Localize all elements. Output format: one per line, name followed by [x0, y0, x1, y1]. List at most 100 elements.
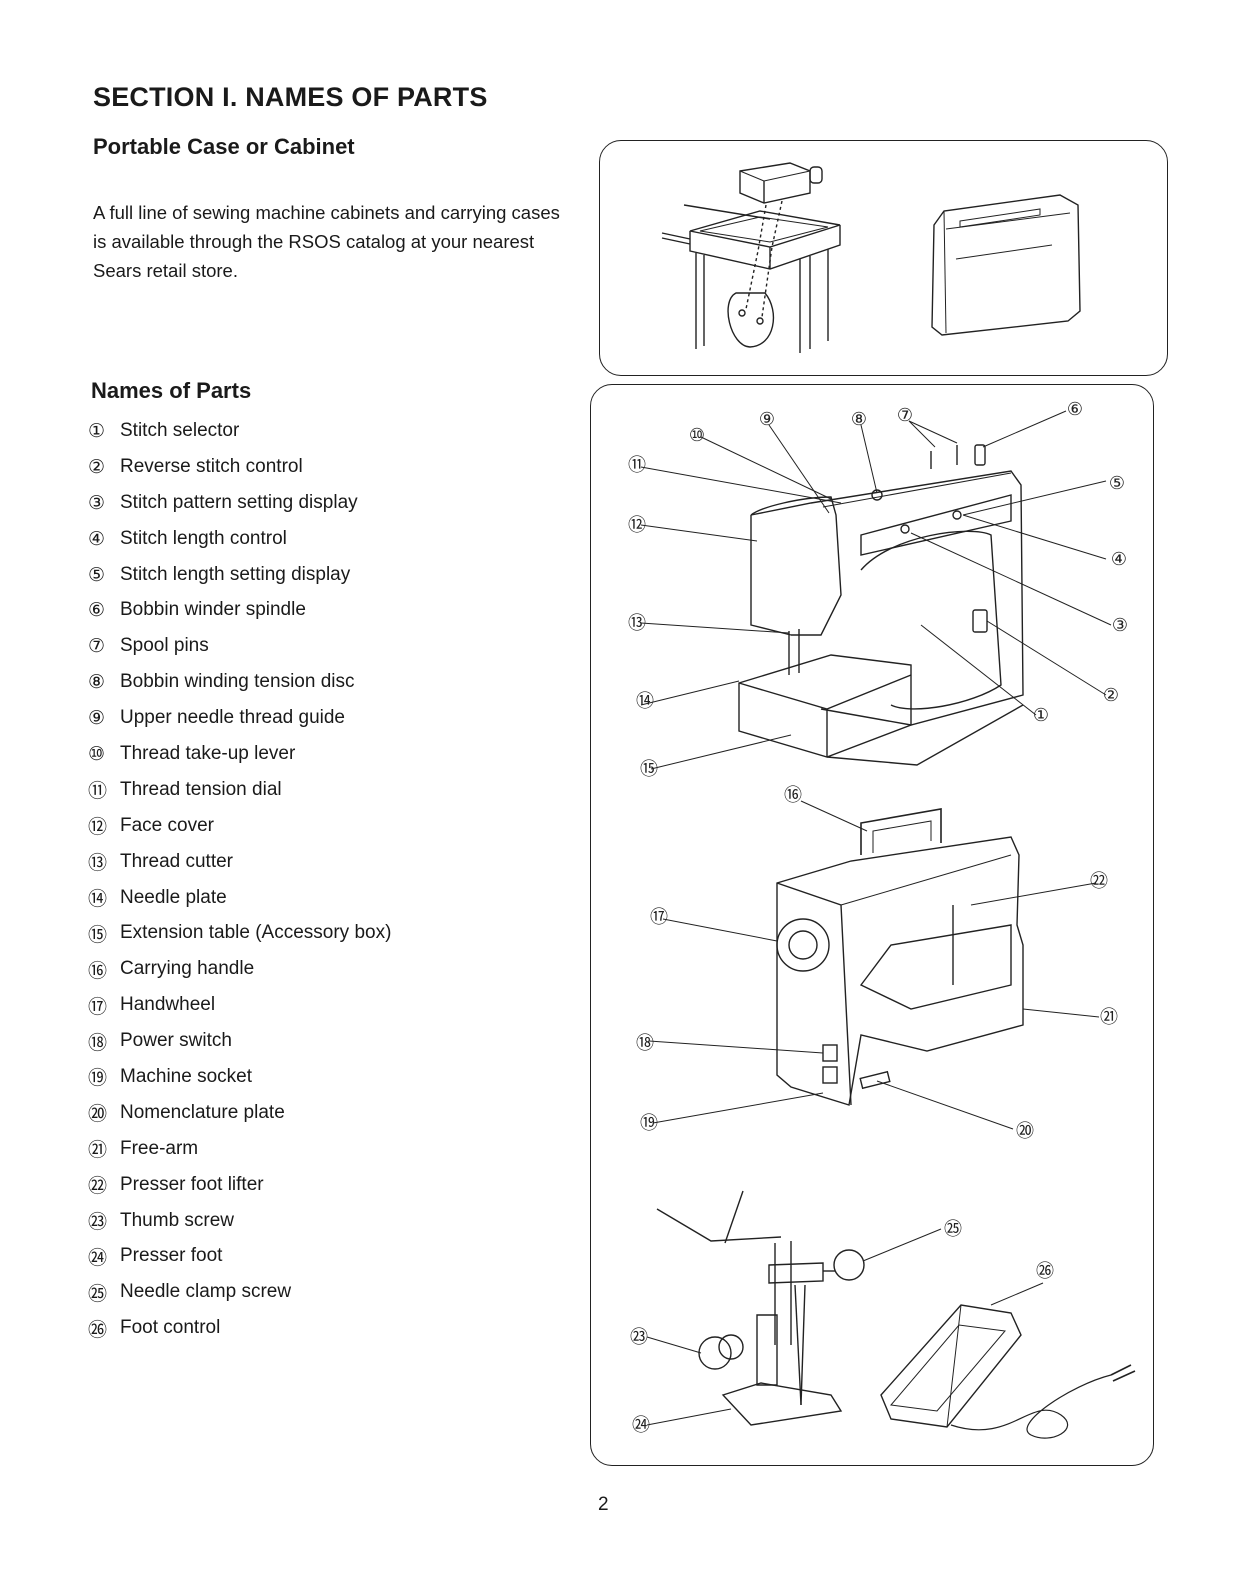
- list-item: ③ Stitch pattern setting display: [88, 485, 391, 521]
- item-label: Thread take-up lever: [120, 742, 296, 764]
- callout-7: ⑦: [897, 405, 913, 426]
- item-label: Bobbin winder spindle: [120, 599, 306, 621]
- item-number: ⑱: [88, 1031, 108, 1054]
- callout-11: ⑪: [628, 455, 646, 476]
- item-label: Bobbin winding tension disc: [120, 671, 355, 693]
- callout-9: ⑨: [759, 409, 775, 430]
- item-number: ⑪: [88, 780, 108, 803]
- item-number: ⑫: [88, 816, 108, 839]
- item-number: ㉑: [88, 1139, 108, 1162]
- callout-1: ①: [1033, 705, 1049, 726]
- item-label: Face cover: [120, 814, 214, 836]
- item-number: ⑩: [88, 742, 106, 765]
- list-item: ⑩ Thread take-up lever: [88, 736, 391, 772]
- list-item: ⑲ Machine socket: [88, 1059, 391, 1095]
- item-number: ⑧: [88, 671, 106, 694]
- callout-20: ⑳: [1016, 1121, 1034, 1142]
- item-label: Stitch pattern setting display: [120, 491, 358, 513]
- list-item: ⑮ Extension table (Accessory box): [88, 915, 391, 951]
- item-label: Extension table (Accessory box): [120, 922, 392, 944]
- list-item: ② Reverse stitch control: [88, 449, 391, 485]
- item-number: ②: [88, 455, 106, 478]
- cabinet-case-panel: [599, 140, 1168, 376]
- callout-15: ⑮: [640, 759, 658, 780]
- machine-back-view: [776, 808, 1024, 1106]
- item-number: ⑭: [88, 888, 108, 911]
- list-item: ⑥ Bobbin winder spindle: [88, 592, 391, 628]
- item-label: Thumb screw: [120, 1209, 235, 1231]
- callout-24: ㉔: [632, 1415, 650, 1436]
- carrying-case-drawing: [931, 194, 1081, 336]
- callout-23: ㉓: [630, 1327, 648, 1348]
- list-item: ㉑ Free-arm: [88, 1131, 391, 1167]
- parts-diagram: ① ② ③ ④ ⑤ ⑥ ⑦ ⑧ ⑨ ⑩ ⑪ ⑫ ⑬ ⑭ ⑮ ⑯ ⑰ ㉒ ㉑ ⑱ …: [628, 399, 1136, 1439]
- item-number: ⑯: [88, 959, 108, 982]
- list-item: ⑬ Thread cutter: [88, 844, 391, 880]
- list-item: ⑱ Power switch: [88, 1023, 391, 1059]
- page-number: 2: [598, 1494, 609, 1515]
- callout-22: ㉒: [1090, 871, 1108, 892]
- item-label: Power switch: [120, 1030, 232, 1052]
- callout-25: ㉕: [944, 1219, 962, 1240]
- callout-6: ⑥: [1067, 399, 1083, 420]
- callout-12: ⑫: [628, 515, 646, 536]
- item-number: ⑥: [88, 599, 106, 622]
- item-number: ⑦: [88, 635, 106, 658]
- item-label: Carrying handle: [120, 958, 255, 980]
- item-label: Stitch length control: [120, 527, 287, 549]
- item-number: ④: [88, 527, 106, 550]
- parts-diagram-panel: ① ② ③ ④ ⑤ ⑥ ⑦ ⑧ ⑨ ⑩ ⑪ ⑫ ⑬ ⑭ ⑮ ⑯ ⑰ ㉒ ㉑ ⑱ …: [590, 384, 1154, 1466]
- item-label: Free-arm: [120, 1137, 199, 1159]
- item-number: ㉖: [88, 1318, 108, 1341]
- item-label: Stitch length setting display: [120, 563, 351, 585]
- portable-case-text: A full line of sewing machine cabinets a…: [93, 202, 560, 281]
- item-number: ㉔: [88, 1246, 108, 1269]
- list-item: ⑫ Face cover: [88, 808, 391, 844]
- item-label: Needle plate: [120, 886, 227, 908]
- item-number: ㉒: [88, 1175, 108, 1198]
- cabinet-case-illustration: [661, 162, 1081, 353]
- list-item: ⑯ Carrying handle: [88, 951, 391, 987]
- item-label: Handwheel: [120, 994, 216, 1016]
- item-number: ⑮: [88, 923, 108, 946]
- callout-17: ⑰: [650, 907, 668, 928]
- needle-area-view: [656, 1190, 865, 1426]
- list-item: ㉕ Needle clamp screw: [88, 1274, 391, 1310]
- item-label: Thread cutter: [120, 850, 233, 872]
- foot-control-view: [880, 1304, 1136, 1439]
- callout-13: ⑬: [628, 613, 646, 634]
- item-label: Machine socket: [120, 1065, 253, 1087]
- item-label: Presser foot: [120, 1245, 223, 1267]
- callout-8: ⑧: [851, 409, 867, 430]
- item-number: ⑨: [88, 707, 106, 730]
- callout-3: ③: [1112, 615, 1128, 636]
- item-number: ⑬: [88, 852, 108, 875]
- list-item: ⑪ Thread tension dial: [88, 772, 391, 808]
- callout-18: ⑱: [636, 1033, 654, 1054]
- callout-21: ㉑: [1100, 1007, 1118, 1028]
- item-number: ⑲: [88, 1067, 108, 1090]
- list-item: ㉔ Presser foot: [88, 1238, 391, 1274]
- callout-numbers: ① ② ③ ④ ⑤ ⑥ ⑦ ⑧ ⑨ ⑩ ⑪ ⑫ ⑬ ⑭ ⑮ ⑯ ⑰ ㉒ ㉑ ⑱ …: [628, 399, 1128, 1436]
- item-label: Stitch selector: [120, 419, 240, 441]
- item-label: Needle clamp screw: [120, 1281, 292, 1303]
- item-number: ㉕: [88, 1282, 108, 1305]
- list-item: ㉖ Foot control: [88, 1310, 391, 1346]
- list-item: ㉒ Presser foot lifter: [88, 1167, 391, 1203]
- item-label: Presser foot lifter: [120, 1173, 264, 1195]
- item-number: ③: [88, 491, 106, 514]
- item-label: Reverse stitch control: [120, 455, 303, 477]
- item-label: Foot control: [120, 1317, 221, 1339]
- item-label: Spool pins: [120, 635, 209, 657]
- item-label: Thread tension dial: [120, 778, 282, 800]
- callout-19: ⑲: [640, 1113, 658, 1134]
- names-of-parts-heading: Names of Parts: [91, 378, 252, 403]
- leader-lines: [640, 410, 1112, 1426]
- machine-front-view: [738, 444, 1024, 766]
